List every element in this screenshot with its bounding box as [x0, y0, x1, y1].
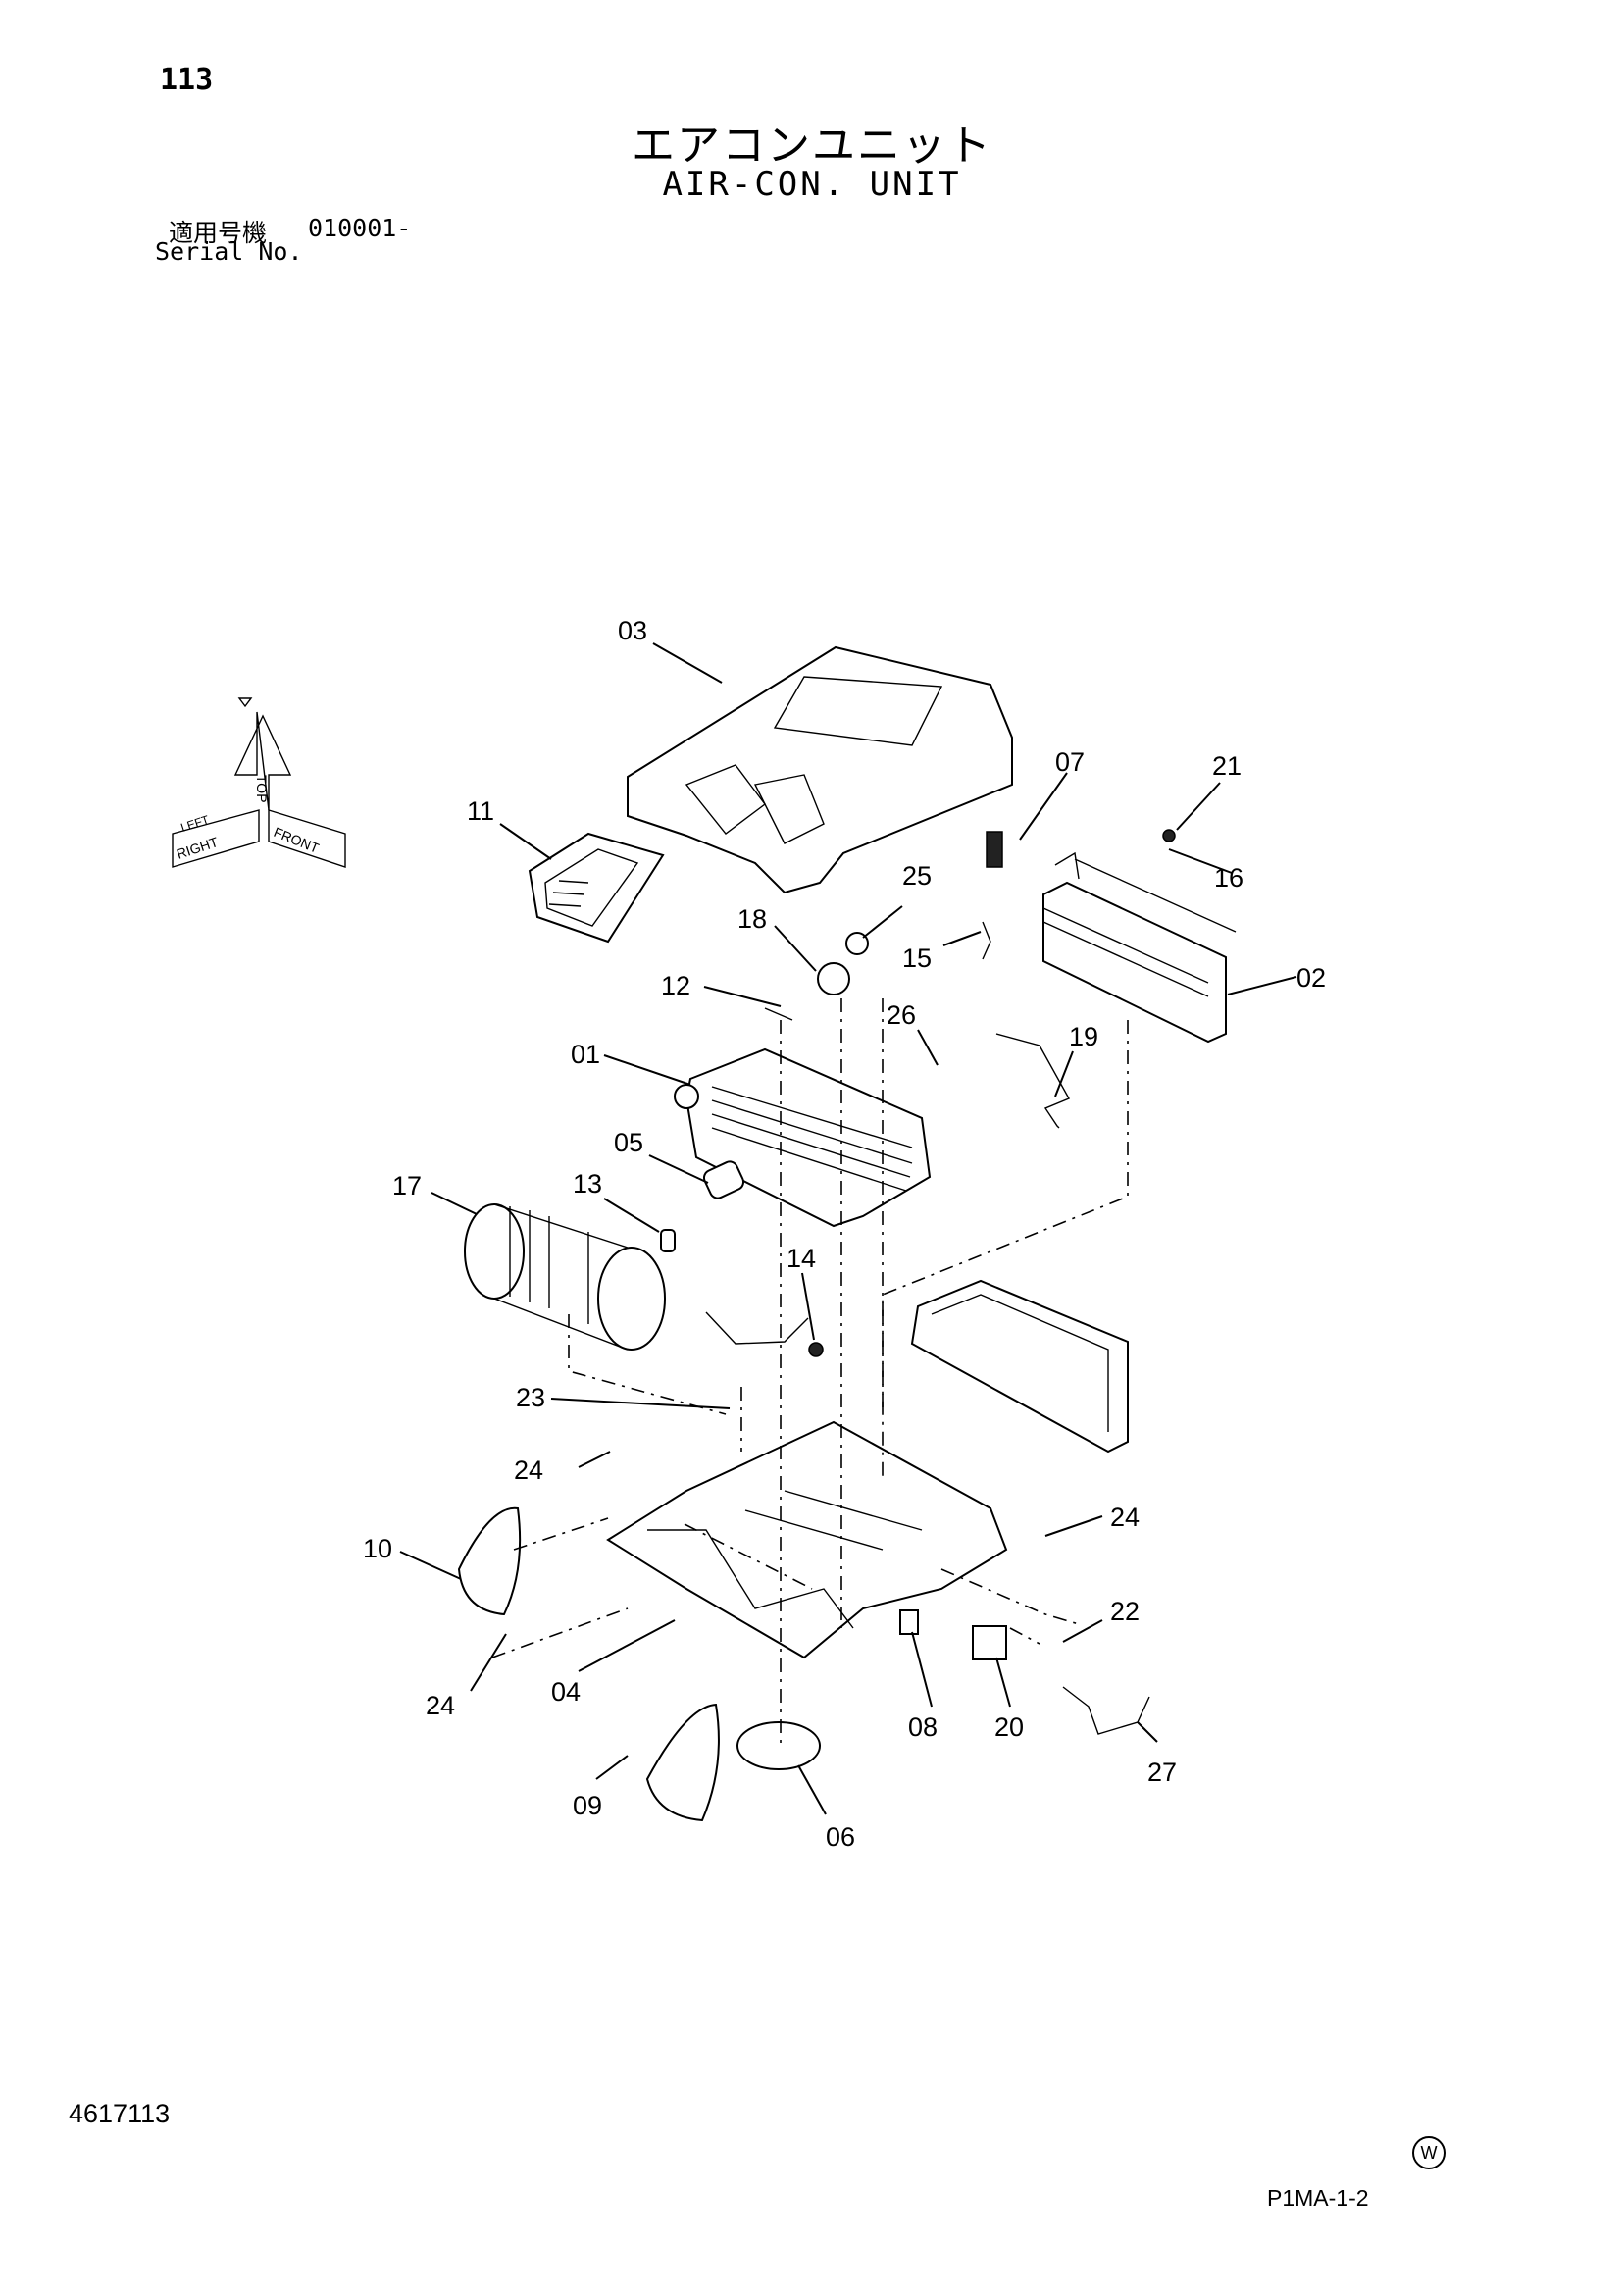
title-english: AIR-CON. UNIT [662, 165, 962, 204]
assembly-lines [491, 998, 1129, 1746]
part-filter [528, 832, 665, 944]
callout-19: 19 [1069, 1022, 1098, 1051]
callout-11: 11 [467, 796, 494, 826]
part-valve-18 [817, 962, 850, 995]
callout-04: 04 [551, 1677, 581, 1707]
part-clip-15 [982, 921, 991, 960]
leader-lines [399, 642, 1297, 1815]
part-blower-fan [464, 1203, 666, 1351]
callout-12: 12 [661, 971, 690, 1000]
orientation-label-top: TOP [254, 775, 270, 803]
callout-08: 08 [908, 1712, 938, 1742]
part-blower-duct [910, 1279, 1129, 1454]
part-valve-25 [845, 932, 869, 955]
callout-21: 21 [1212, 751, 1242, 781]
part-sensor [702, 1160, 745, 1199]
title-japanese: エアコンユニット [632, 121, 992, 171]
callout-23: 23 [516, 1383, 545, 1412]
part-callouts: 03 07 21 11 16 25 18 15 02 12 26 19 01 0… [363, 616, 1326, 1852]
callout-17: 17 [392, 1171, 422, 1200]
callout-26: 26 [887, 1000, 916, 1030]
part-seal-09 [645, 1703, 720, 1822]
part-actuator-20 [972, 1625, 1007, 1660]
callout-20: 20 [994, 1712, 1024, 1742]
part-bolt [660, 1229, 676, 1252]
callout-01: 01 [571, 1040, 600, 1069]
callout-03: 03 [618, 616, 647, 645]
page-number: 113 [160, 63, 214, 97]
part-clip-21 [1162, 829, 1176, 842]
callout-22: 22 [1110, 1597, 1140, 1626]
callout-05: 05 [614, 1128, 643, 1157]
part-evaporator [1042, 851, 1237, 1044]
callout-02: 02 [1296, 963, 1326, 993]
callout-13: 13 [573, 1169, 602, 1199]
callout-24b: 24 [1110, 1503, 1140, 1532]
part-lower-case [606, 1420, 1008, 1659]
serial-label-english: Serial No. [155, 237, 303, 266]
part-gasket-06 [736, 1721, 821, 1770]
part-resistor-08 [899, 1609, 919, 1635]
orientation-label-left: LEFT [179, 812, 212, 835]
callout-27: 27 [1147, 1758, 1177, 1787]
callout-15: 15 [902, 944, 932, 973]
orientation-icon: TOP FRONT RIGHT LEFT [172, 697, 346, 868]
part-upper-housing [627, 645, 1013, 894]
document-number: 4617113 [69, 2099, 171, 2128]
serial-label-japanese: 適用号機 [169, 219, 268, 247]
callout-24a: 24 [514, 1455, 543, 1485]
part-nut-14 [808, 1342, 824, 1357]
part-cable-17 [705, 1311, 809, 1345]
callout-25: 25 [902, 861, 932, 891]
part-harness-27 [1062, 1686, 1150, 1735]
sheet-reference: P1MA-1-2 [1267, 2185, 1369, 2211]
orientation-label-right: RIGHT [175, 834, 221, 862]
part-harness-19 [995, 1033, 1070, 1129]
watermark-mark: W [1412, 2136, 1446, 2169]
part-seal-10 [457, 1506, 522, 1616]
part-heater-case [674, 1047, 932, 1228]
callout-16: 16 [1214, 863, 1243, 893]
callout-18: 18 [737, 904, 767, 934]
callout-14: 14 [787, 1244, 816, 1273]
callout-09: 09 [573, 1791, 602, 1820]
part-servo-07 [986, 831, 1003, 868]
callout-06: 06 [826, 1822, 855, 1852]
serial-value: 010001- [308, 214, 412, 242]
callout-07: 07 [1055, 747, 1085, 777]
part-rod [764, 1007, 793, 1021]
callout-24c: 24 [426, 1691, 455, 1720]
callout-10: 10 [363, 1534, 392, 1563]
